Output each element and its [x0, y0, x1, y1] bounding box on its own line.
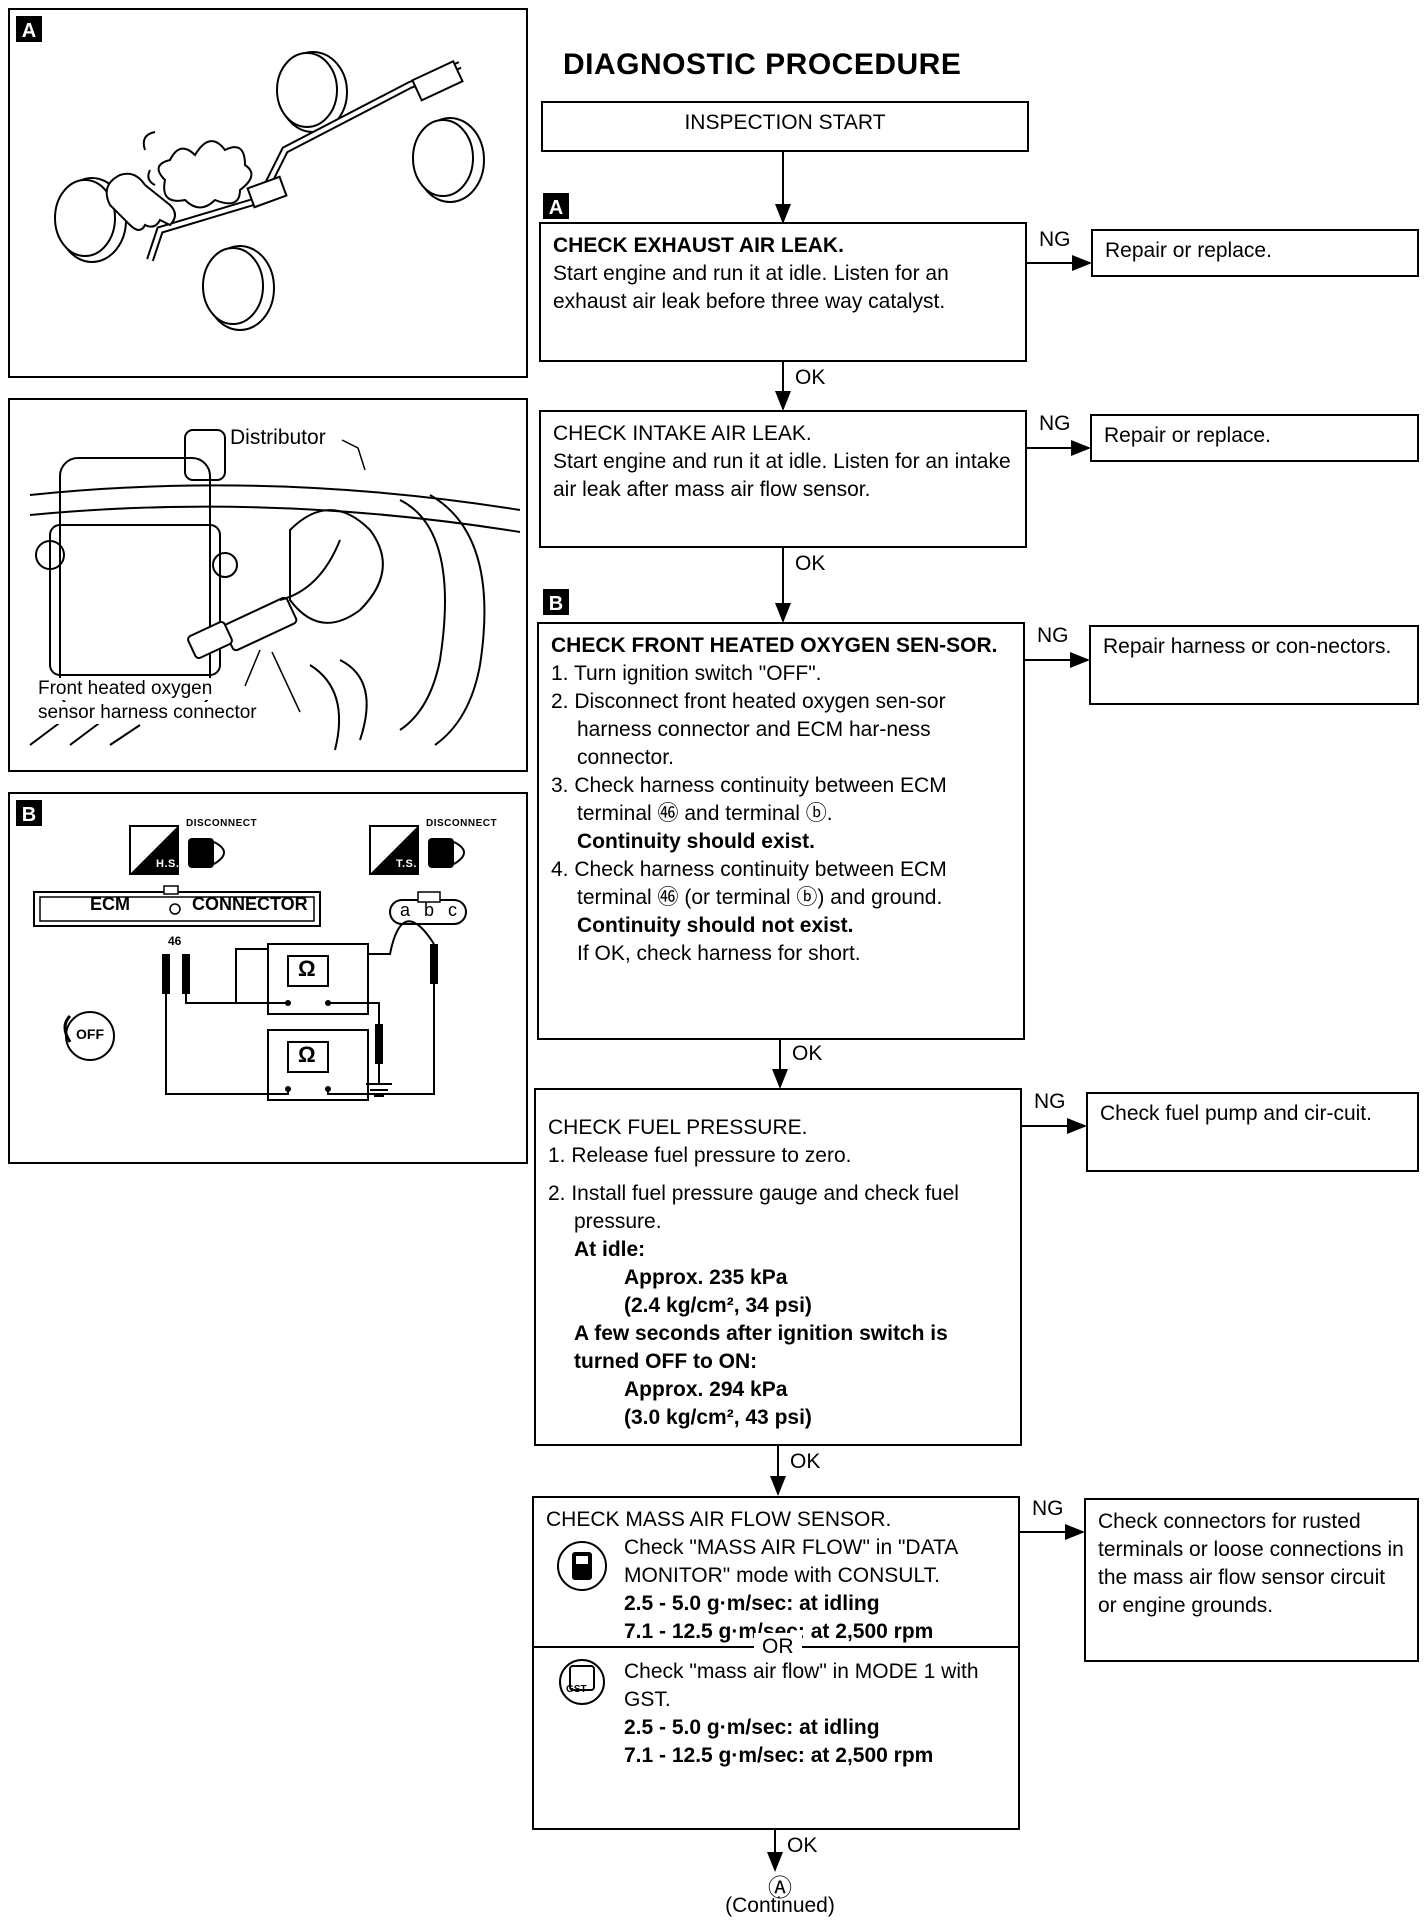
- step3-line2: 2. Disconnect front heated oxygen sen-so…: [551, 690, 946, 769]
- page-title: DIAGNOSTIC PROCEDURE: [563, 48, 962, 81]
- step5-consult-block: Check "MASS AIR FLOW" in "DATA MONITOR" …: [546, 1534, 1006, 1646]
- step4-idle-kpa: Approx. 235 kPa: [624, 1266, 788, 1289]
- label-ecm: ECM: [90, 894, 130, 914]
- label-terminal-46: 46: [168, 934, 182, 948]
- step3-line1: 1. Turn ignition switch "OFF".: [551, 662, 822, 685]
- step1-ng-box: Repair or replace.: [1091, 229, 1419, 277]
- step3-title: CHECK FRONT HEATED OXYGEN SEN-SOR.: [551, 634, 998, 657]
- ohm-meter-1-symbol: Ω: [298, 956, 316, 981]
- engine-illustration: [29, 429, 521, 751]
- consult-icon: [557, 1541, 607, 1591]
- label-disconnect-1: DISCONNECT: [186, 818, 258, 829]
- step3-line3: 3. Check harness continuity between ECM …: [551, 774, 947, 825]
- step2-ng-label: NG: [1037, 412, 1073, 436]
- step4-ng-box: Check fuel pump and cir-cuit.: [1086, 1092, 1419, 1172]
- exhaust-illustration: [54, 51, 485, 331]
- label-terminal-a: a: [400, 900, 411, 920]
- step4-ng-text: Check fuel pump and cir-cuit.: [1100, 1102, 1372, 1125]
- inspection-start-label: INSPECTION START: [684, 111, 886, 134]
- step5-ng-label: NG: [1030, 1497, 1066, 1521]
- step-tag-b: B: [543, 589, 569, 615]
- label-disconnect-2: DISCONNECT: [426, 818, 498, 829]
- step5-ok-label: OK: [785, 1834, 820, 1858]
- step4-at-idle: At idle:: [574, 1238, 646, 1261]
- step3-ng-text: Repair harness or con-nectors.: [1103, 635, 1392, 658]
- continued-connector-a: Ⓐ: [768, 1875, 792, 1902]
- figure-engine-bay: Distributor Front heated oxygen sensor h…: [8, 398, 528, 772]
- step4-ng-label: NG: [1032, 1090, 1068, 1114]
- step-tag-a: A: [543, 193, 569, 219]
- step3-ng-box: Repair harness or con-nectors.: [1089, 625, 1419, 705]
- step4-line1: 1. Release fuel pressure to zero.: [548, 1144, 852, 1167]
- step3-ok-label: OK: [790, 1042, 825, 1066]
- figure-tag-b: B: [16, 800, 42, 826]
- circuit-illustration: [33, 825, 467, 1101]
- step-check-exhaust-air-leak: CHECK EXHAUST AIR LEAK. Start engine and…: [539, 222, 1027, 362]
- gst-icon: [559, 1659, 605, 1705]
- step5-ng-box: Check connectors for rusted terminals or…: [1084, 1498, 1419, 1662]
- inspection-start-box: INSPECTION START: [541, 101, 1029, 152]
- continued-label: (Continued): [725, 1894, 835, 1917]
- step3-continuity-not-exist: Continuity should not exist.: [577, 914, 854, 937]
- step1-ng-label: NG: [1037, 228, 1073, 252]
- step5-gst-block: GST Check "mass air flow" in MODE 1 with…: [546, 1658, 1006, 1770]
- step-check-mass-air-flow-sensor: CHECK MASS AIR FLOW SENSOR. Check "MASS …: [532, 1496, 1020, 1830]
- step3-continuity-exist: Continuity should exist.: [577, 830, 816, 853]
- label-sensor-connector-2: sensor harness connector: [36, 702, 259, 724]
- step5-gst-idle: 2.5 - 5.0 g·m/sec: at idling: [624, 1716, 880, 1739]
- step5-ng-text: Check connectors for rusted terminals or…: [1098, 1510, 1404, 1617]
- step5-or-divider: OR: [534, 1633, 1018, 1661]
- step3-check-short: If OK, check harness for short.: [577, 942, 861, 965]
- step4-after-kpa: Approx. 294 kPa: [624, 1378, 788, 1401]
- step5-gst-text: Check "mass air flow" in MODE 1 with GST…: [624, 1660, 979, 1711]
- step2-title: CHECK INTAKE AIR LEAK.: [553, 422, 812, 445]
- ohm-meter-2-symbol: Ω: [298, 1042, 316, 1067]
- step2-ng-text: Repair or replace.: [1104, 424, 1271, 447]
- step4-title: CHECK FUEL PRESSURE.: [548, 1116, 808, 1139]
- step1-ng-text: Repair or replace.: [1105, 239, 1272, 262]
- step4-line2: 2. Install fuel pressure gauge and check…: [548, 1182, 959, 1233]
- step5-or-label: OR: [754, 1633, 802, 1661]
- step4-after-psi: (3.0 kg/cm², 43 psi): [624, 1406, 812, 1429]
- label-ts: T.S.: [396, 858, 417, 870]
- figure-a-exhaust: A: [8, 8, 528, 378]
- step2-body: Start engine and run it at idle. Listen …: [553, 450, 1011, 501]
- step2-ng-box: Repair or replace.: [1090, 414, 1419, 462]
- gst-icon-label: GST: [566, 1684, 587, 1695]
- step4-idle-psi: (2.4 kg/cm², 34 psi): [624, 1294, 812, 1317]
- label-sensor-connector-1: Front heated oxygen: [36, 678, 215, 700]
- step5-consult-idle: 2.5 - 5.0 g·m/sec: at idling: [624, 1592, 880, 1615]
- step4-ok-label: OK: [788, 1450, 823, 1474]
- label-distributor: Distributor: [228, 426, 328, 450]
- step-check-intake-air-leak: CHECK INTAKE AIR LEAK. Start engine and …: [539, 410, 1027, 548]
- label-hs: H.S.: [156, 858, 180, 870]
- step3-line4: 4. Check harness continuity between ECM …: [551, 858, 947, 909]
- step1-body: Start engine and run it at idle. Listen …: [553, 262, 949, 313]
- label-terminal-b: b: [424, 900, 435, 920]
- figure-b-circuit: B: [8, 792, 528, 1164]
- step-check-front-heated-oxygen-sensor: CHECK FRONT HEATED OXYGEN SEN-SOR. 1. Tu…: [537, 622, 1025, 1040]
- step5-title: CHECK MASS AIR FLOW SENSOR.: [546, 1508, 892, 1531]
- step1-ok-label: OK: [793, 366, 828, 390]
- step5-consult-2500: 7.1 - 12.5 g·m/sec: at 2,500 rpm: [624, 1620, 934, 1643]
- step5-consult-text: Check "MASS AIR FLOW" in "DATA MONITOR" …: [624, 1536, 958, 1587]
- step3-ng-label: NG: [1035, 624, 1071, 648]
- step-check-fuel-pressure: CHECK FUEL PRESSURE. 1. Release fuel pre…: [534, 1088, 1022, 1446]
- figure-tag-a: A: [16, 16, 42, 42]
- label-connector: CONNECTOR: [192, 894, 308, 914]
- step4-after-ignition: A few seconds after ignition switch is t…: [574, 1322, 948, 1373]
- step2-ok-label: OK: [793, 552, 828, 576]
- off-key-icon: OFF: [76, 1026, 104, 1042]
- step5-gst-2500: 7.1 - 12.5 g·m/sec: at 2,500 rpm: [624, 1744, 934, 1767]
- step1-title: CHECK EXHAUST AIR LEAK.: [553, 234, 844, 257]
- label-terminal-c: c: [448, 900, 457, 920]
